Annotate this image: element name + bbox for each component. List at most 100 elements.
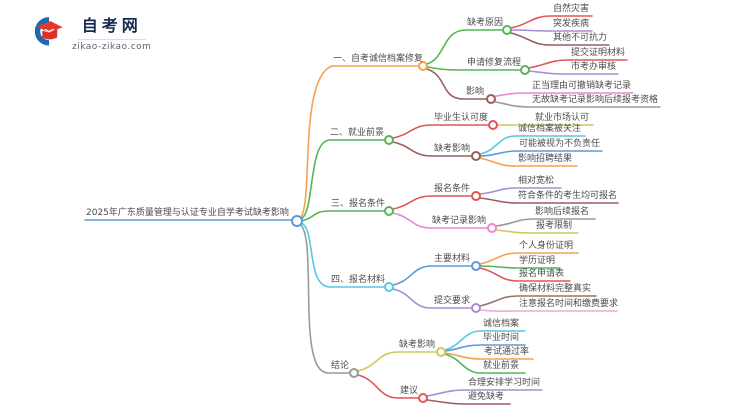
leaf-force-majeure[interactable]: 其他不可抗力: [553, 33, 608, 43]
leaf-valid-reason-revoke[interactable]: 正当理由可撤销缺考记录: [532, 81, 632, 91]
node-submit-require[interactable]: [471, 303, 481, 313]
leaf-id-proof[interactable]: 个人身份证明: [519, 241, 574, 251]
leaf-pass-rate[interactable]: 考试通过率: [484, 347, 530, 357]
node-main-materials[interactable]: [471, 261, 481, 271]
edge-leaf-valid-reason: [490, 92, 634, 98]
leaf-no-reason-affects[interactable]: 无故缺考记录影响后续报考资格: [532, 95, 659, 105]
leaf-registration-restriction[interactable]: 报考限制: [536, 221, 573, 231]
edge-leaf-reg-restriction: [495, 229, 579, 234]
topic-absence-impact-5[interactable]: 缺考影响: [399, 340, 436, 350]
topic-suggestion[interactable]: 建议: [400, 386, 419, 396]
edge-leaf-pass-rate: [444, 352, 534, 360]
leaf-integrity-file[interactable]: 诚信档案: [483, 319, 520, 329]
leaf-city-review[interactable]: 市考办审核: [571, 62, 617, 72]
leaf-job-prospects[interactable]: 就业前景: [483, 361, 520, 371]
node-branch-4[interactable]: [384, 282, 394, 292]
edge-leaf-application: [479, 267, 571, 282]
edge-2-absence-impact: [392, 141, 472, 157]
topic-impact[interactable]: 影响: [466, 87, 485, 97]
edge-branch-1: [299, 65, 420, 219]
edge-3-record-impact: [392, 212, 488, 229]
edge-branch-2: [300, 139, 386, 220]
leaf-plan-study-time[interactable]: 合理安排学习时间: [468, 378, 541, 388]
node-branch-2[interactable]: [384, 135, 394, 145]
edge-5-absence-impact: [357, 351, 437, 372]
node-absence-reason[interactable]: [502, 25, 512, 35]
leaf-affect-future-registration[interactable]: 影响后续报名: [535, 207, 590, 217]
branch-registration-materials[interactable]: 四、报名材料: [331, 275, 386, 285]
leaf-seen-irresponsible[interactable]: 可能被视为不负责任: [519, 139, 601, 149]
edge-2-graduate-recognition: [392, 124, 489, 139]
edge-3-conditions: [392, 195, 472, 210]
logo-divider: [77, 39, 146, 40]
leaf-time-and-fee[interactable]: 注意报名时间和缴费要求: [519, 299, 619, 309]
edge-leaf-hiring-result: [479, 157, 578, 167]
edge-leaf-plan-study: [426, 389, 543, 397]
edge-leaf-integrity-watched: [479, 135, 586, 155]
edge-leaf-relatively-relaxed: [479, 187, 562, 195]
edge-leaf-complete-true: [479, 295, 597, 307]
leaf-complete-and-true[interactable]: 确保材料完整真实: [519, 284, 592, 294]
edge-leaf-time-and-fee: [479, 309, 618, 313]
leaf-sudden-illness[interactable]: 突发疾病: [553, 19, 590, 29]
leaf-eligible-register[interactable]: 符合条件的考生均可报名: [518, 191, 618, 201]
leaf-relatively-relaxed[interactable]: 相对宽松: [518, 176, 555, 186]
edge-leaf-grad-time: [444, 344, 526, 352]
edge-branch-3: [300, 210, 386, 222]
edge-branch-4: [300, 222, 386, 288]
leaf-hiring-result[interactable]: 影响招聘结果: [518, 154, 573, 164]
topic-absence-impact-2[interactable]: 缺考影响: [434, 144, 471, 154]
edge-leaf-id-proof: [479, 252, 579, 265]
edge-5-suggestion: [357, 374, 419, 399]
branch-integrity-file-repair[interactable]: 一、自考诚信档案修复: [333, 54, 424, 64]
leaf-avoid-absence[interactable]: 避免缺考: [468, 392, 505, 402]
leaf-graduation-time[interactable]: 毕业时间: [483, 333, 520, 343]
edge-leaf-submit-proof: [528, 59, 628, 69]
node-suggestion[interactable]: [418, 393, 428, 403]
branch-job-prospects[interactable]: 二、就业前景: [330, 128, 385, 138]
topic-conditions[interactable]: 报名条件: [434, 184, 471, 194]
branch-registration-conditions[interactable]: 三、报名条件: [331, 199, 386, 209]
edge-leaf-natural-disaster: [510, 15, 593, 29]
node-repair-process[interactable]: [520, 65, 530, 75]
node-conditions[interactable]: [471, 191, 481, 201]
leaf-education-proof[interactable]: 学历证明: [519, 256, 556, 266]
node-branch-5[interactable]: [349, 368, 359, 378]
topic-absence-reason[interactable]: 缺考原因: [467, 18, 504, 28]
node-branch-3[interactable]: [384, 206, 394, 216]
logo-title: 自考网: [81, 16, 142, 35]
leaf-market-recognition[interactable]: 就业市场认可: [535, 113, 590, 123]
site-logo: 自考网 zikao-zikao.com: [26, 11, 151, 53]
edge-leaf-integrity-file: [444, 330, 526, 351]
node-absence-impact-2[interactable]: [471, 151, 481, 161]
edge-leaf-job-prospects: [444, 353, 526, 374]
root-topic[interactable]: 2025年广东质量管理与认证专业自学考试缺考影响: [86, 208, 289, 218]
node-branch-1[interactable]: [418, 61, 428, 71]
edge-leaf-city-review: [528, 70, 619, 75]
topic-submit-requirements[interactable]: 提交要求: [434, 296, 471, 306]
leaf-natural-disaster[interactable]: 自然灾害: [553, 4, 590, 14]
leaf-integrity-watched[interactable]: 诚信档案被关注: [518, 124, 582, 134]
node-grad-recognition[interactable]: [488, 120, 498, 130]
leaf-application-form[interactable]: 报名申请表: [519, 269, 565, 279]
edge-1-impact: [426, 68, 488, 100]
graduation-cap-icon: [34, 17, 63, 46]
node-absence-impact-5[interactable]: [436, 347, 446, 357]
edge-leaf-eligible-register: [479, 197, 619, 204]
edge-leaf-education-proof: [479, 265, 561, 269]
edge-leaf-avoid-absence: [426, 399, 511, 405]
node-impact-1[interactable]: [486, 94, 496, 104]
leaf-submit-proof[interactable]: 提交证明材料: [571, 48, 626, 58]
topic-repair-process[interactable]: 申请修复流程: [467, 58, 522, 68]
edge-1-absence-reason: [426, 29, 504, 65]
logo-domain: zikao-zikao.com: [72, 42, 152, 52]
branch-conclusion[interactable]: 结论: [331, 361, 350, 371]
topic-graduate-recognition[interactable]: 毕业生认可度: [434, 113, 489, 123]
edge-leaf-sudden-illness: [511, 29, 593, 32]
topic-main-materials[interactable]: 主要材料: [434, 254, 471, 264]
node-root[interactable]: [291, 215, 303, 227]
node-record-impact[interactable]: [487, 223, 497, 233]
edge-4-submit-require: [392, 288, 472, 309]
topic-record-impact[interactable]: 缺考记录影响: [432, 216, 487, 226]
